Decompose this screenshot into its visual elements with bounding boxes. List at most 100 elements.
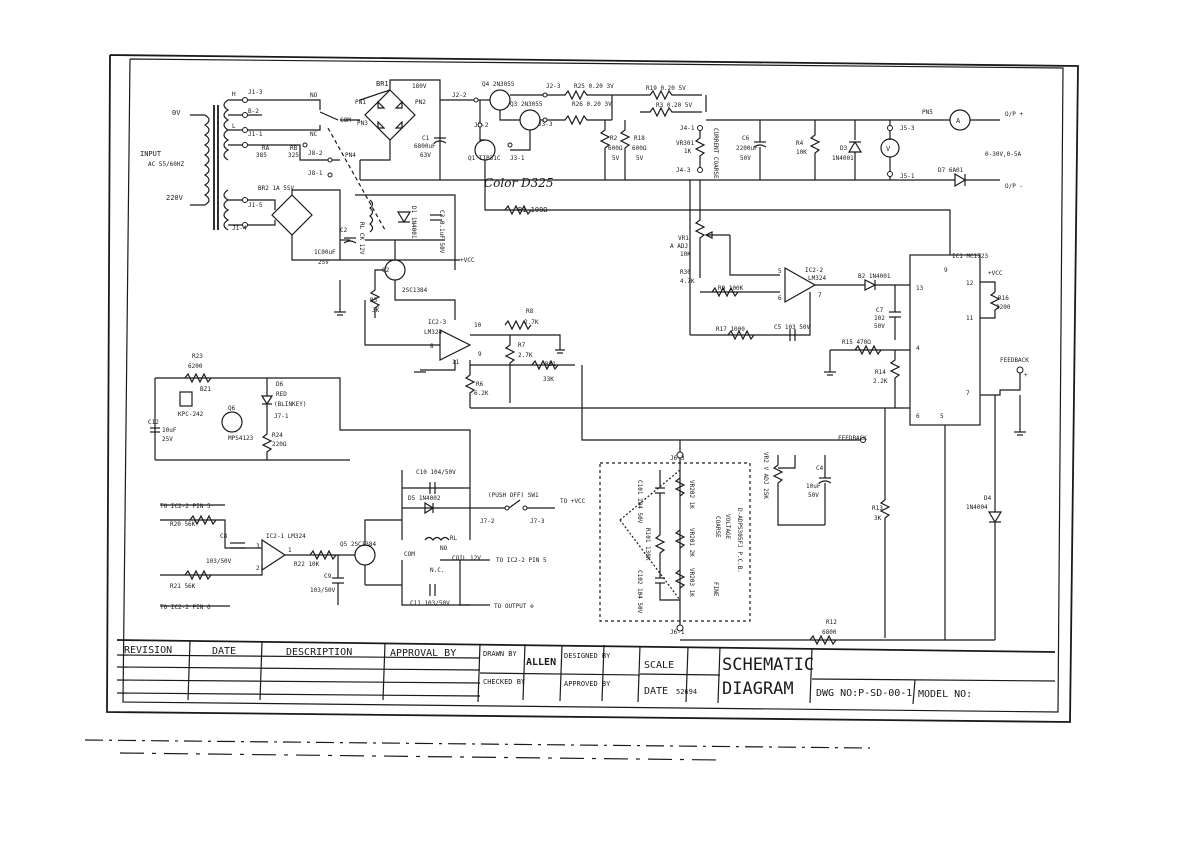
vr1-adj: A ADJ — [670, 243, 688, 250]
bridge-br1 — [364, 89, 416, 141]
q2-label: Q2 — [382, 267, 390, 274]
feedback-plus-label: FEEDBACK — [1000, 357, 1029, 364]
r21-label: R21 56K — [170, 583, 196, 590]
c12-voltage: 25V — [162, 436, 173, 443]
voltmeter-label: V — [886, 145, 891, 153]
fine-note: FINE — [712, 582, 719, 597]
j3-3-label: J3-3 — [538, 121, 553, 128]
d3-label: D3 — [840, 145, 848, 152]
d4-part: 1N4004 — [966, 504, 988, 511]
r3-label: R3 0.20 5V — [656, 102, 693, 109]
r14-label: R14 — [875, 369, 886, 376]
d1-label: D1 1N4001 — [410, 206, 417, 239]
ic1-pin7: 7 — [966, 390, 970, 397]
current-coarse-label: CURRENT COARSE — [712, 128, 719, 179]
output-section: R25 0.20 3V R26 0.20 3V R19 0.20 5V R3 0… — [560, 83, 1023, 190]
ic2-3-pin10: 10 — [474, 322, 482, 329]
aux-supply-section: BR2 1A 5SV C2 1C00uF 25V RL CK 12V D1 1N… — [258, 185, 910, 441]
to-output-label: TO OUTPUT ⊕ — [494, 603, 534, 610]
c101-label: C101 104 50V — [636, 480, 643, 524]
ic2-2-label: IC2-2 — [805, 267, 823, 274]
ic2-3-part: LM324 — [424, 329, 442, 336]
r1-label: R1 100Ω — [518, 206, 548, 214]
d6-name: RED — [276, 391, 287, 398]
rl-coil-label: COIL 12V — [452, 555, 481, 562]
r18-value: 600Ω — [632, 145, 647, 152]
j4-3-label: J4-3 — [676, 167, 691, 174]
relay-label: RL CK 12V — [358, 222, 365, 255]
vr203-label: VR203 1K — [688, 568, 695, 597]
nc-label: NC — [310, 131, 318, 138]
c2-label: C2 — [340, 227, 348, 234]
c8-label: C8 — [220, 533, 228, 540]
c3-label: C3 0.1uF 50V — [438, 210, 445, 254]
pn2-label: PN2 — [415, 99, 426, 106]
ic2-3-label: IC2-3 — [428, 319, 446, 326]
ic2-3-opamp — [439, 329, 472, 361]
transformer-primary — [190, 114, 210, 206]
q6-part: MPS4123 — [228, 435, 254, 442]
ic1-pin4: 4 — [916, 345, 920, 352]
vr301-label: VR301 — [676, 140, 694, 147]
ac-label: AC 55/60HZ — [148, 161, 185, 168]
r4-value: 10K — [796, 149, 807, 156]
pn3-label: PN3 — [357, 120, 368, 127]
pn4-label: PN4 — [345, 152, 356, 159]
protection-section: TO IC2-2 PIN 5 R20 56K C8 103/50V IC2-1 … — [160, 469, 586, 611]
r2-value: 600Ω — [608, 145, 623, 152]
c1-label: C1 — [422, 135, 430, 142]
handwritten-note: Color D325 — [484, 176, 554, 190]
d6-label: D6 — [276, 381, 284, 388]
q2-part: 2SC1384 — [402, 287, 428, 294]
b2-label: B-2 — [248, 108, 259, 115]
vr202-pot — [674, 477, 686, 497]
c2-value: 1C00uF — [314, 249, 336, 256]
r31-label: R31 — [545, 361, 556, 368]
r15-label: R15 470Ω — [842, 339, 871, 346]
r14-value: 2.2K — [873, 378, 888, 385]
r17-label: R17 1000 — [716, 326, 745, 333]
vr201-pot — [674, 529, 686, 549]
scale-label: SCALE — [644, 660, 674, 671]
rl-label: RL — [450, 535, 458, 542]
j3-1-label: J3-1 — [510, 155, 525, 162]
vcc-label-top: +VCC — [460, 257, 475, 264]
c4-value: 10uF — [806, 483, 821, 490]
transformer-secondary-1 — [223, 99, 230, 161]
c2-voltage: 25V — [318, 259, 329, 266]
input-transformer-section: 0V INPUT AC 55/60HZ 220V H L J1-3 B-2 J1… — [140, 89, 386, 232]
vr2-pot — [772, 464, 784, 484]
j2-3-label: J2-3 — [546, 83, 561, 90]
c12-value: 10uF — [162, 427, 177, 434]
br2-label: BR2 1A 5SV — [258, 185, 295, 192]
r5-value: 3K — [372, 307, 380, 314]
r26-label: R26 0.20 3V — [572, 101, 612, 108]
feedback-plus-sign: + — [1024, 372, 1028, 379]
r24-value: 220Ω — [272, 441, 287, 448]
r101-resistor — [654, 534, 666, 554]
ic1-label: IC1 MC1723 — [952, 253, 989, 260]
ic1-pin6: 6 — [916, 413, 920, 420]
c7-label: C7 — [876, 307, 884, 314]
r18-voltage: 5V — [636, 155, 644, 162]
r2-voltage: 5V — [612, 155, 620, 162]
vcc-label-ic1: +VCC — [988, 270, 1003, 277]
r12-value: 6800 — [822, 629, 837, 636]
q4-transistor — [489, 89, 511, 111]
r7-value: 2.7K — [518, 352, 533, 359]
d6-sub: (BLINKEY) — [274, 401, 307, 408]
ic2-1-pin3: 3 — [256, 543, 260, 550]
r7-label: R7 — [518, 342, 526, 349]
no-label: NO — [310, 92, 318, 99]
relay-coil — [369, 199, 374, 233]
bridge-br2 — [271, 194, 313, 236]
c6-voltage: 50V — [740, 155, 751, 162]
ic1-pin9: 9 — [944, 267, 948, 274]
r6-label: R6 — [476, 381, 484, 388]
q1-label: Q1 TIP31C — [468, 155, 501, 162]
c4-label: C4 — [816, 465, 824, 472]
b2-diode-label: B2 1N4001 — [858, 273, 891, 280]
h-label: H — [232, 91, 236, 98]
c9-value: 103/50V — [310, 587, 336, 594]
